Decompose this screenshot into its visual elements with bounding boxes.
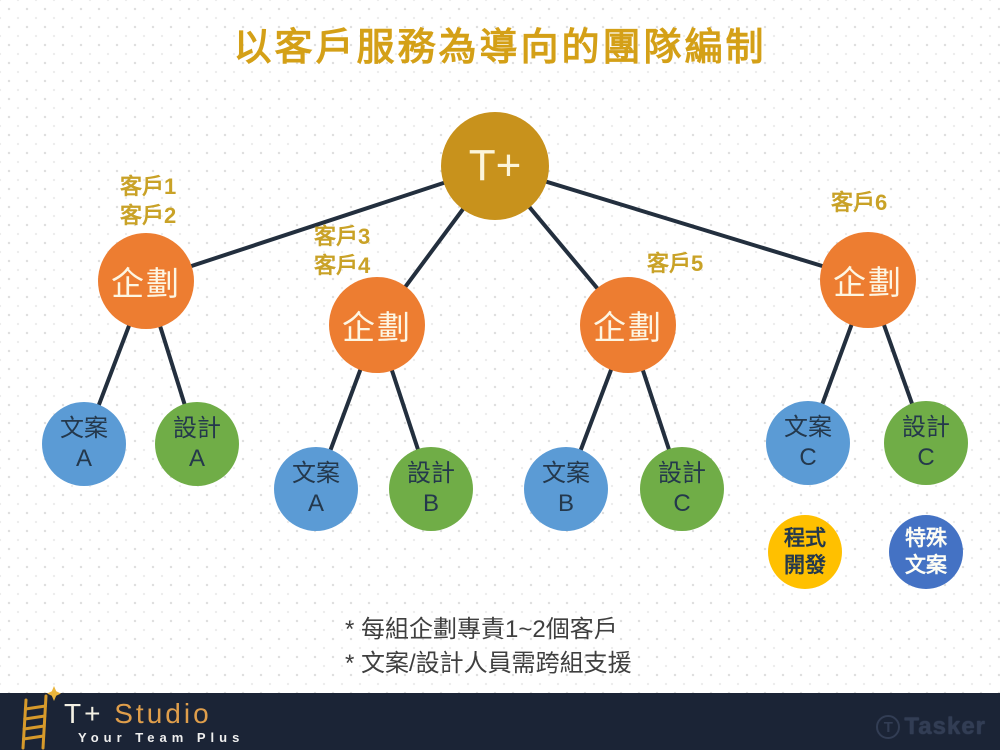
customer-label-5: 客戶5 xyxy=(647,251,704,276)
customer-label-6: 客戶6 xyxy=(831,190,888,215)
customer-label-1-2: 客戶1 客戶2 xyxy=(120,174,177,228)
tasker-icon: T xyxy=(876,715,901,739)
planning-node-3: 企劃 xyxy=(580,277,676,373)
customer-label-3-4: 客戶3 客戶4 xyxy=(314,224,371,278)
tasker-watermark: T Tasker xyxy=(876,713,986,741)
design-node-g4: 設計 C xyxy=(884,401,968,485)
design-node-g2: 設計 B xyxy=(389,447,473,531)
dev-node: 程式 開發 xyxy=(768,515,842,589)
design-node-g3: 設計 C xyxy=(640,447,724,531)
brand-logo: T+ Studio xyxy=(64,698,212,730)
brand-tagline: Your Team Plus xyxy=(78,730,245,745)
footnote-line-2: * 文案/設計人員需跨組支援 xyxy=(345,650,632,677)
footer-bar xyxy=(0,693,1000,750)
ladder-icon xyxy=(16,686,64,750)
copywriting-node-g1: 文案 A xyxy=(42,402,126,486)
design-node-g1: 設計 A xyxy=(155,402,239,486)
footnote-line-1: * 每組企劃專責1~2個客戶 xyxy=(345,616,618,643)
copywriting-node-g4: 文案 C xyxy=(766,401,850,485)
copywriting-node-g2: 文案 A xyxy=(274,447,358,531)
copywriting-node-g3: 文案 B xyxy=(524,447,608,531)
root-node-tplus: T+ xyxy=(441,112,549,220)
page-title: 以客戶服務為導向的團隊編制 xyxy=(233,27,767,69)
planning-node-1: 企劃 xyxy=(98,233,194,329)
planning-node-4: 企劃 xyxy=(820,232,916,328)
special-copy-node: 特殊 文案 xyxy=(889,515,963,589)
planning-node-2: 企劃 xyxy=(329,277,425,373)
brand-prefix: T+ xyxy=(64,698,104,729)
brand-name: Studio xyxy=(114,698,212,729)
footnotes: * 每組企劃專責1~2個客戶 * 文案/設計人員需跨組支援 xyxy=(345,613,632,681)
tasker-watermark-text: Tasker xyxy=(904,713,986,740)
